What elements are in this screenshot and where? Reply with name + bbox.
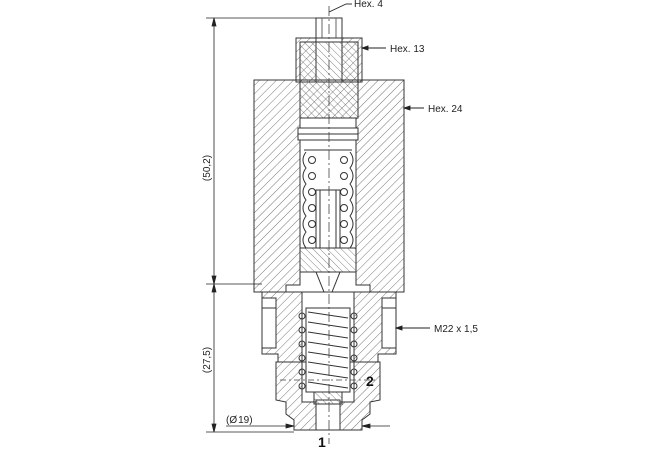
port-2-label: 2 bbox=[366, 373, 374, 389]
thread-label: M22 x 1,5 bbox=[434, 324, 478, 335]
hex24-label: Hex. 24 bbox=[428, 104, 463, 115]
port-1-label: 1 bbox=[318, 434, 326, 450]
threaded-sleeve bbox=[261, 291, 397, 363]
lower-spring bbox=[298, 307, 358, 405]
dimension-lines bbox=[206, 17, 390, 433]
hex13-label: Hex. 13 bbox=[390, 44, 425, 55]
dim-diameter: (Ø19) bbox=[226, 415, 253, 426]
diameter-value: 19 bbox=[238, 415, 250, 426]
hex4-label: Hex. 4 bbox=[354, 0, 383, 10]
leader-lines bbox=[328, 3, 430, 331]
dim-upper-length: (50,2) bbox=[202, 155, 213, 181]
poppet bbox=[299, 189, 357, 293]
diameter-symbol: Ø bbox=[229, 415, 237, 426]
dim-lower-length: (27,5) bbox=[202, 347, 213, 373]
